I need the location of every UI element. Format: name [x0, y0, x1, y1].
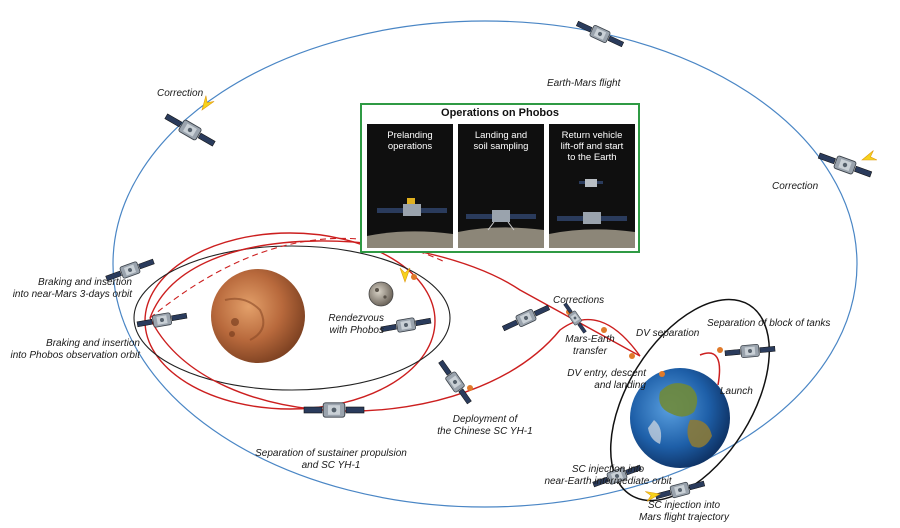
earth-mars-transfer-orbit	[112, 20, 858, 508]
spacecraft-icon	[724, 342, 776, 360]
label-sc-injection-mars: SC injection into Mars flight trajectory	[638, 500, 730, 523]
label-earth-mars-flight: Earth-Mars flight	[547, 78, 621, 89]
return-illustration	[549, 179, 635, 248]
label-separation-tanks: Separation of block of tanks	[707, 318, 831, 329]
inset-title: Operations on Phobos	[441, 107, 559, 119]
label-deployment-yh1: Deployment of the Chinese SC YH-1	[437, 414, 533, 437]
label-separation-sustainer: Separation of sustainer propulsion and S…	[255, 448, 407, 471]
spacecraft-icon	[303, 402, 365, 418]
label-braking-phobos: Braking and insertion into Phobos observ…	[10, 338, 140, 361]
prelanding-illustration	[367, 198, 453, 248]
panel-return-vehicle: Return vehicle lift-off and start to the…	[549, 124, 635, 248]
panel-prelanding: Prelanding operations	[367, 124, 453, 248]
phobos-moon	[368, 281, 394, 307]
earth-intermediate-orbit	[609, 298, 771, 502]
panel-caption: Prelanding operations	[387, 130, 433, 152]
phobos-operations-inset: Operations on Phobos Prelanding operatio…	[360, 103, 640, 253]
label-correction-left: Correction	[157, 88, 204, 99]
earth-return-path	[699, 352, 721, 386]
label-rendezvous: Rendezvous with Phobos	[328, 313, 384, 336]
mars-capture-orbit	[149, 317, 641, 412]
mars-planet	[211, 269, 305, 363]
label-braking-3day: Braking and insertion into near-Mars 3-d…	[12, 277, 132, 300]
phobos-orbit	[133, 245, 451, 391]
label-sc-injection-near-earth: SC injection into near-Earth intermediat…	[544, 464, 672, 487]
panel-caption: Return vehicle lift-off and start to the…	[560, 130, 624, 163]
label-correction-right: Correction	[772, 181, 819, 192]
label-dv-entry: DV entry, descent and landing	[567, 368, 646, 391]
panel-landing: Landing and soil sampling	[458, 124, 544, 248]
label-corrections: Corrections	[553, 295, 605, 306]
label-launch: Launch	[720, 386, 753, 397]
spacecraft-icon	[574, 17, 626, 51]
spacecraft-icon	[816, 148, 878, 182]
spacecraft-icon	[500, 301, 552, 335]
label-mars-earth-transfer: Mars-Earth transfer	[565, 334, 615, 357]
spacecraft-icon	[162, 95, 218, 151]
landing-illustration	[458, 210, 544, 248]
spacecraft-icon	[135, 309, 189, 331]
panel-caption: Landing and soil sampling	[473, 130, 529, 152]
mars-earth-transfer-path	[149, 240, 641, 357]
label-dv-separation: DV separation	[636, 328, 700, 339]
